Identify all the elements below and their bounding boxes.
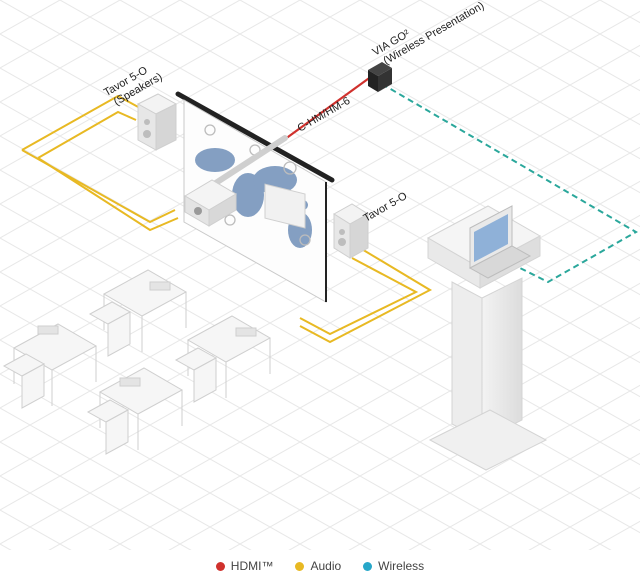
- legend-wireless-label: Wireless: [378, 559, 424, 573]
- legend-audio: Audio: [295, 557, 341, 575]
- legend-audio-label: Audio: [310, 559, 341, 573]
- legend-wireless: Wireless: [363, 557, 424, 575]
- legend-hdmi-label: HDMI™: [231, 559, 274, 573]
- audio-dot-icon: [295, 562, 304, 571]
- hdmi-dot-icon: [216, 562, 225, 571]
- speaker-right: [334, 204, 368, 258]
- legend: HDMI™ Audio Wireless: [0, 557, 640, 575]
- speaker-left: [138, 94, 176, 150]
- wireless-dot-icon: [363, 562, 372, 571]
- legend-hdmi: HDMI™: [216, 557, 274, 575]
